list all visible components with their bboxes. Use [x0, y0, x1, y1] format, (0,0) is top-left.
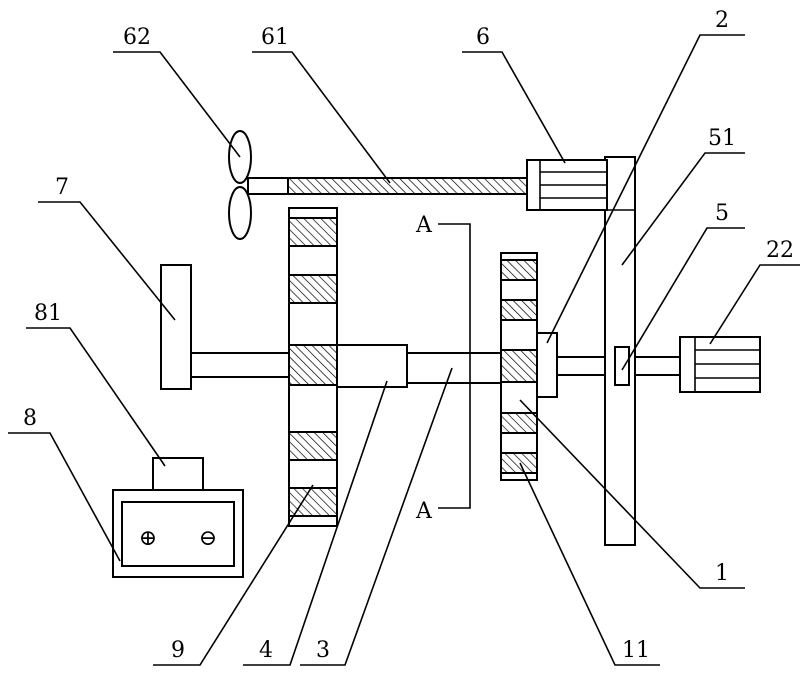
- section-label-top: A: [415, 213, 433, 238]
- battery-8: ⊕ ⊖: [113, 458, 243, 577]
- handle-7: [161, 265, 289, 389]
- label-7: 7: [55, 175, 69, 200]
- label-61: 61: [261, 25, 289, 50]
- label-5: 5: [715, 201, 729, 226]
- bearing-5: [615, 347, 629, 385]
- output-shaft-right: [635, 357, 680, 375]
- battery-minus-icon: ⊖: [199, 526, 217, 551]
- large-gear-9: [289, 208, 337, 526]
- label-4: 4: [259, 638, 273, 663]
- label-51: 51: [708, 126, 736, 151]
- label-22: 22: [766, 238, 794, 263]
- motor-22: [680, 337, 760, 392]
- small-gear-11: [501, 253, 537, 480]
- label-9: 9: [171, 638, 185, 663]
- sleeve-4: [337, 345, 407, 387]
- label-2: 2: [715, 8, 729, 33]
- label-62: 62: [123, 25, 151, 50]
- motor-block-6: [527, 160, 607, 210]
- battery-plus-icon: ⊕: [139, 526, 157, 551]
- label-81: 81: [34, 301, 62, 326]
- output-shaft: [557, 357, 605, 375]
- label-1: 1: [715, 561, 729, 586]
- label-11: 11: [622, 638, 650, 663]
- section-label-bottom: A: [415, 499, 433, 524]
- label-8: 8: [23, 406, 37, 431]
- label-6: 6: [476, 25, 490, 50]
- shaft-3: [407, 353, 502, 383]
- label-3: 3: [316, 638, 330, 663]
